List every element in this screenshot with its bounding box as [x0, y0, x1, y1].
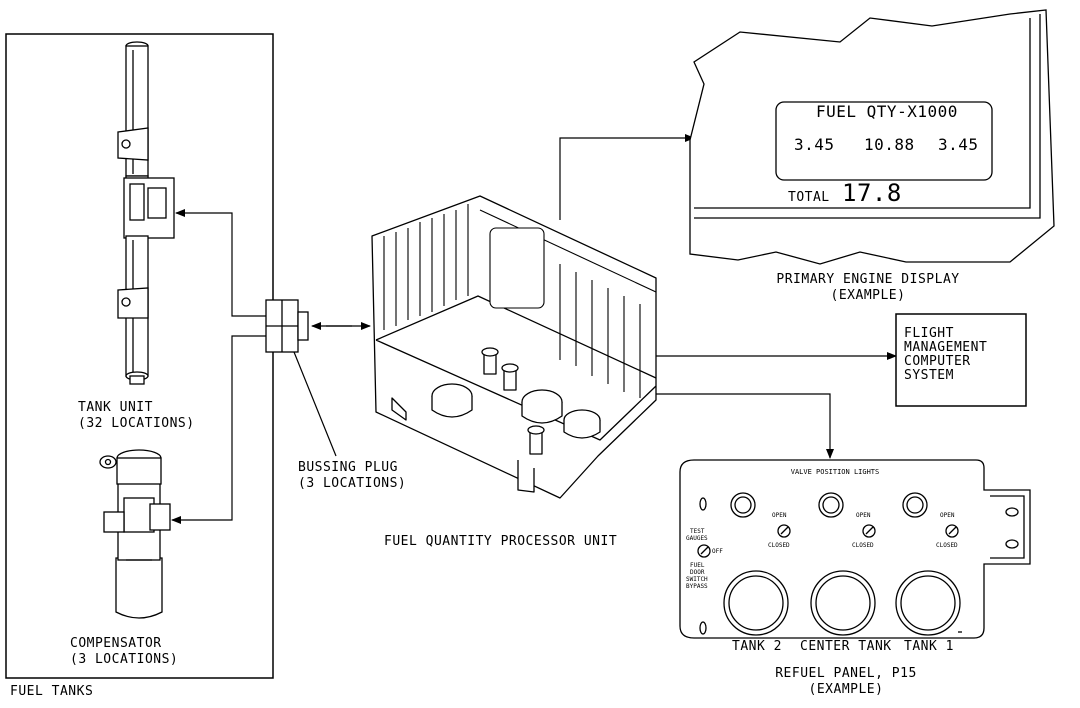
- compensator-drawing: [99, 449, 171, 619]
- refuel-example-label: (EXAMPLE): [808, 682, 884, 697]
- bypass-line3: SWITCH: [686, 576, 708, 583]
- display-center-qty: 10.88: [864, 135, 915, 154]
- plug-connections: [171, 209, 371, 524]
- tank-unit-count-label: (32 LOCATIONS): [78, 416, 195, 431]
- test-gauges-off: OFF: [712, 548, 723, 555]
- fuel-tanks-frame: [5, 33, 274, 679]
- fmcs-box: [895, 313, 1027, 407]
- closed-label-tank2: CLOSED: [768, 542, 790, 549]
- refuel-panel-drawing: [679, 459, 1031, 639]
- bussing-plug-drawing: [265, 299, 309, 353]
- tank-unit-label: TANK UNIT: [78, 400, 153, 415]
- ped-drawing: [689, 9, 1055, 265]
- fmcs-label-line4: SYSTEM: [904, 368, 954, 383]
- fqpu-drawing: [371, 195, 657, 499]
- open-label-tank2: OPEN: [772, 512, 787, 519]
- gauge-label-tank2: TANK 2: [732, 639, 782, 654]
- fqpu-connections: [559, 134, 897, 459]
- open-label-center: OPEN: [856, 512, 871, 519]
- fuel-tanks-label: FUEL TANKS: [10, 684, 94, 699]
- closed-label-center: CLOSED: [852, 542, 874, 549]
- gauge-label-tank1: TANK 1: [904, 639, 954, 654]
- test-gauges-line2: GAUGES: [686, 535, 708, 542]
- tank-unit-drawing: [117, 41, 175, 385]
- fqpu-label: FUEL QUANTITY PROCESSOR UNIT: [384, 534, 618, 549]
- bussing-plug-count-label: (3 LOCATIONS): [298, 476, 407, 491]
- closed-label-tank1: CLOSED: [936, 542, 958, 549]
- compensator-count-label: (3 LOCATIONS): [70, 652, 179, 667]
- display-total-value: 17.8: [842, 179, 902, 207]
- display-left-qty: 3.45: [794, 135, 835, 154]
- refuel-panel-label: REFUEL PANEL, P15: [775, 666, 917, 681]
- open-label-tank1: OPEN: [940, 512, 955, 519]
- bypass-line2: DOOR: [690, 569, 705, 576]
- ped-example-label: (EXAMPLE): [830, 288, 906, 303]
- display-header: FUEL QTY-X1000: [810, 103, 964, 121]
- fmcs-label-line3: COMPUTER: [904, 354, 971, 369]
- gauge-label-center: CENTER TANK: [800, 639, 892, 654]
- test-gauges-line1: TEST: [690, 528, 705, 535]
- valve-lights-title: VALVE POSITION LIGHTS: [790, 468, 880, 476]
- bypass-line1: FUEL: [690, 562, 705, 569]
- bussing-plug-label: BUSSING PLUG: [298, 460, 398, 475]
- fmcs-label-line2: MANAGEMENT: [904, 340, 988, 355]
- display-right-qty: 3.45: [938, 135, 979, 154]
- display-total-label: TOTAL: [788, 190, 830, 205]
- bypass-line4: BYPASS: [686, 583, 708, 590]
- ped-label: PRIMARY ENGINE DISPLAY: [776, 272, 960, 287]
- fmcs-label-line1: FLIGHT: [904, 326, 954, 341]
- compensator-label: COMPENSATOR: [70, 636, 162, 651]
